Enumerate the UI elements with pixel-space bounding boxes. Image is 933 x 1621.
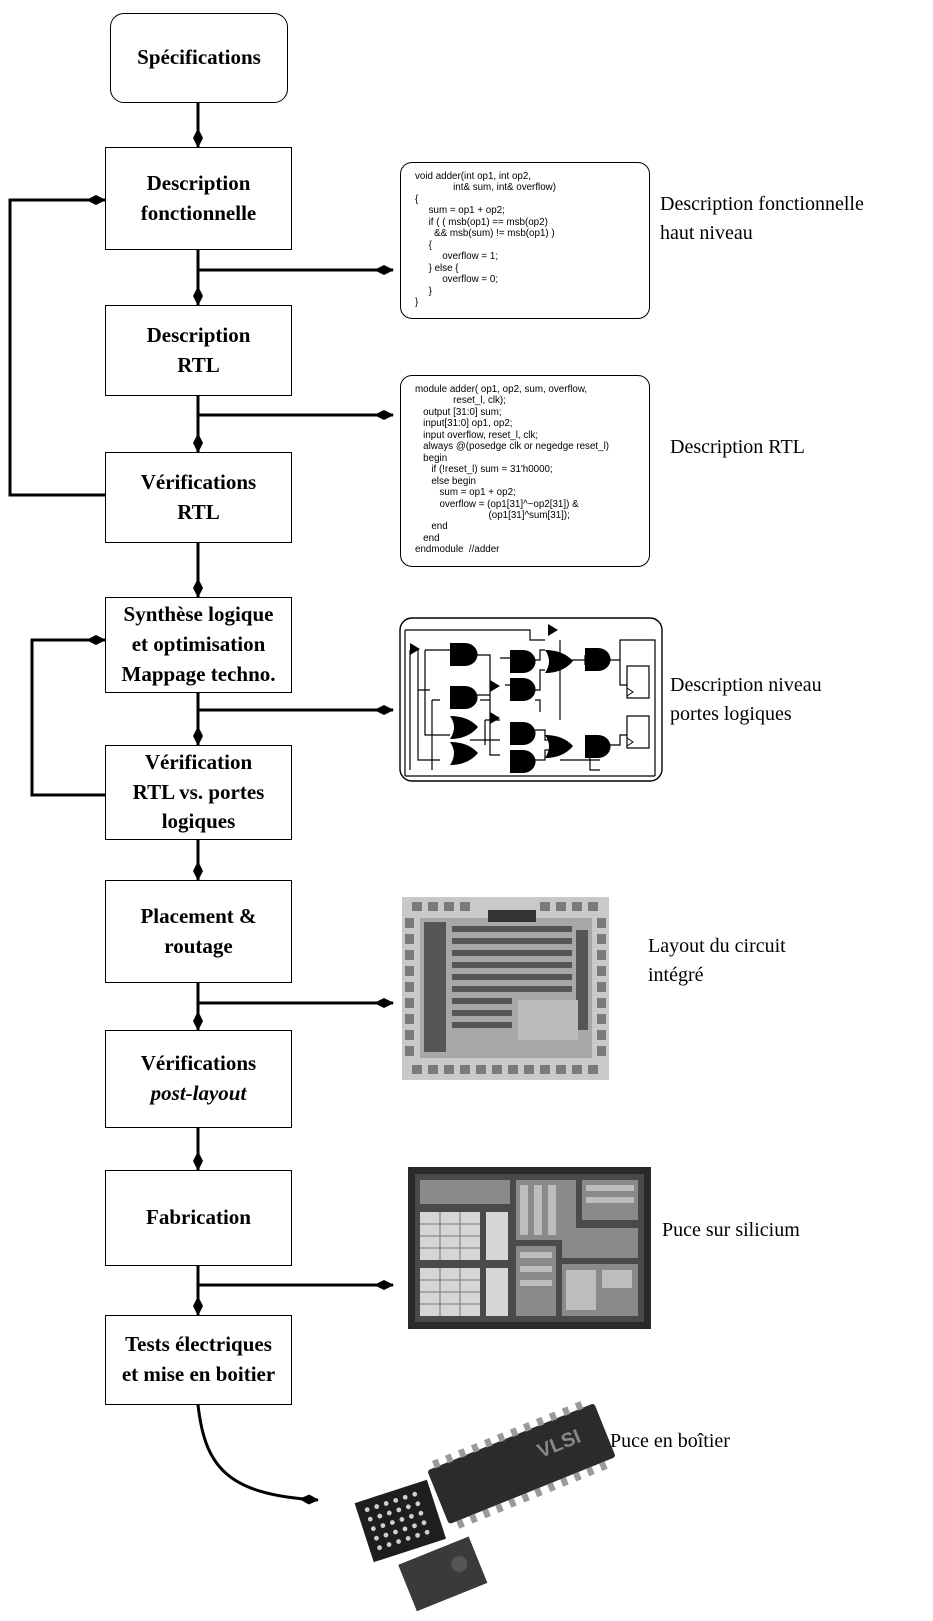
step-label: Vérifications (140, 1051, 257, 1076)
label-silicon-chip: Puce sur silicium (662, 1216, 800, 1245)
step-label: logiques (161, 809, 236, 834)
label-line: Description niveau (670, 674, 822, 696)
step-label: et optimisation (131, 632, 266, 657)
step-label: Tests électriques (125, 1332, 272, 1357)
step-label: RTL (177, 352, 220, 377)
label-line: Puce sur silicium (662, 1219, 800, 1241)
step-post-layout-verification: Vérifications post-layout (105, 1030, 292, 1128)
step-functional-description: Description fonctionnelle (105, 147, 292, 250)
functional-code-box: void adder(int op1, int op2, int& sum, i… (400, 162, 650, 319)
step-label: Description (146, 170, 251, 195)
step-specifications: Spécifications (110, 13, 288, 103)
step-label: Mappage techno. (121, 661, 276, 686)
step-label: Placement & (140, 903, 257, 928)
step-fabrication: Fabrication (105, 1170, 292, 1266)
step-label: Fabrication (146, 1205, 251, 1230)
step-label: post-layout (150, 1081, 247, 1105)
step-label: RTL (177, 499, 220, 524)
step-label: Description (146, 322, 251, 347)
label-rtl-description: Description RTL (670, 433, 805, 462)
step-label: Synthèse logique (123, 602, 274, 627)
step-label: fonctionnelle (140, 200, 257, 225)
step-label: Vérifications (140, 469, 257, 494)
label-line: Description RTL (670, 436, 805, 458)
step-label: et mise en boitier (121, 1362, 276, 1386)
step-label: Vérification (144, 749, 253, 774)
label-gate-level-description: Description niveau portes logiques (670, 671, 822, 729)
label-layout: Layout du circuit intégré (648, 932, 786, 990)
label-line: intégré (648, 964, 704, 986)
label-line: portes logiques (670, 703, 792, 725)
label-line: Puce en boîtier (610, 1430, 730, 1452)
label-packaged-chip: Puce en boîtier (610, 1427, 730, 1456)
step-label: Spécifications (137, 45, 261, 70)
rtl-code-box: module adder( op1, op2, sum, overflow, r… (400, 375, 650, 567)
step-place-and-route: Placement & routage (105, 880, 292, 983)
step-test-and-packaging: Tests électriques et mise en boitier (105, 1315, 292, 1405)
step-label: RTL vs. portes (132, 779, 265, 804)
curved-arrow-package (196, 1404, 319, 1505)
feedback-loop-gates (30, 635, 106, 797)
label-line: Description fonctionnelle (660, 193, 864, 215)
label-line: Layout du circuit (648, 935, 786, 957)
label-functional-description: Description fonctionnelle haut niveau (660, 190, 864, 248)
step-label: routage (164, 933, 233, 958)
feedback-loop-rtl (8, 195, 106, 497)
label-line: haut niveau (660, 222, 753, 244)
